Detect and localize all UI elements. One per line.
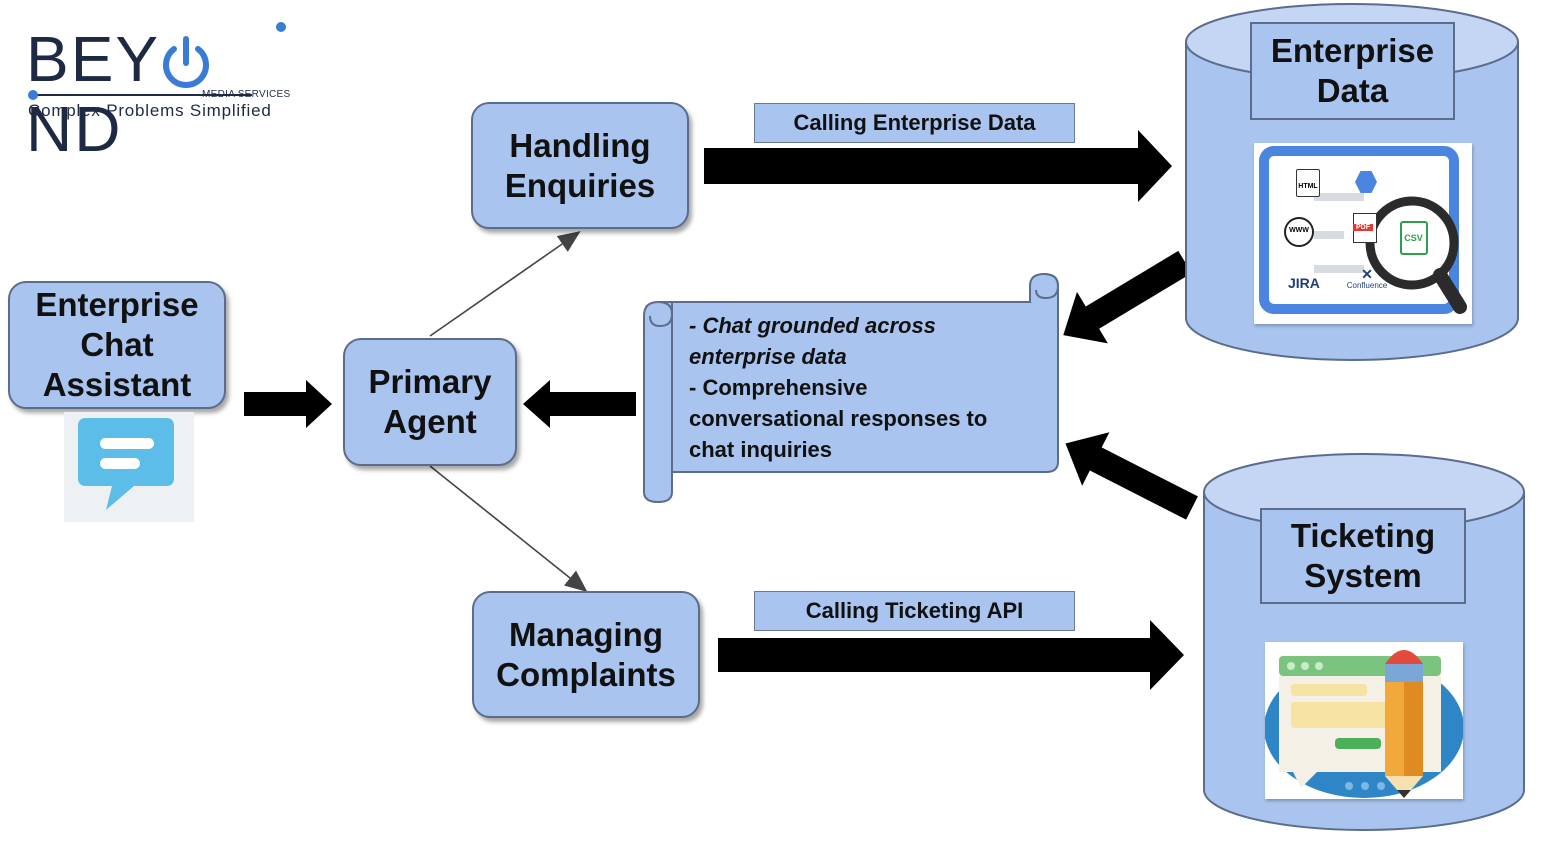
arrow-assistant-to-agent [244, 380, 332, 428]
ticket-edit-icon [1264, 650, 1464, 798]
logo-tagline: Complex Problems Simplified [28, 101, 272, 120]
logo-dot-icon [276, 22, 286, 32]
edge-agent-to-enquiries [429, 231, 581, 337]
edge-agent-to-complaints [429, 465, 588, 592]
db-title-line: Data [1316, 72, 1389, 109]
search-hex-icon [1355, 171, 1377, 193]
node-line: Managing [509, 615, 663, 653]
node-line: Chat [80, 326, 154, 363]
logo-underline-dot [28, 90, 38, 100]
node-primary-agent: Primary Agent [343, 338, 517, 466]
label-calling-enterprise-data: Calling Enterprise Data [754, 103, 1075, 143]
arrow-ticketing-to-scroll [1065, 432, 1198, 520]
pdf-file-icon: PDF [1353, 213, 1377, 243]
node-line: Assistant [42, 366, 192, 403]
logo-text-pre: BEY [26, 23, 161, 95]
pdf-icon-label: PDF [1353, 224, 1373, 231]
ticketing-app-image [1264, 642, 1464, 799]
chat-bubble-icon [64, 412, 194, 522]
jira-logo: JIRA [1288, 275, 1320, 291]
confluence-icon: ✕ [1361, 266, 1373, 282]
logo-underline [32, 94, 252, 96]
www-label: WWW [1289, 227, 1309, 234]
html-icon-label: HTML [1298, 183, 1318, 190]
node-line: Enterprise [35, 286, 199, 323]
csv-file-icon: CSV [1400, 221, 1428, 255]
power-icon [160, 35, 212, 88]
node-line: Enquiries [504, 166, 656, 204]
scroll-line: enterprise data [689, 344, 847, 369]
scroll-line: - Chat grounded across [689, 313, 936, 338]
html-file-icon: HTML [1296, 169, 1320, 197]
arrow-complaints-to-ticketing [718, 620, 1184, 690]
node-handling-enquiries: Handling Enquiries [471, 102, 689, 229]
scroll-line: chat inquiries [689, 437, 833, 462]
arrow-scroll-to-agent [523, 380, 636, 428]
arrow-data-to-scroll [1063, 250, 1192, 344]
logo-text-post: ND [26, 93, 123, 165]
scroll-line: - Comprehensive [689, 375, 868, 400]
scroll-shape [643, 272, 1060, 504]
scroll-text: - Chat grounded across enterprise data -… [689, 310, 1049, 465]
db-title-line: Ticketing [1290, 517, 1436, 554]
db-title-line: System [1304, 557, 1422, 594]
db-title-enterprise-data: Enterprise Data [1250, 22, 1455, 120]
node-managing-complaints: Managing Complaints [472, 591, 700, 718]
confluence-logo: ✕ Confluence [1342, 267, 1392, 290]
node-line: Primary [368, 363, 492, 400]
globe-icon: WWW [1284, 217, 1314, 247]
arrow-enquiries-to-data [704, 130, 1172, 202]
db-title-line: Enterprise [1270, 32, 1435, 69]
db-title-ticketing-system: Ticketing System [1260, 508, 1466, 604]
enterprise-sources-image: HTML WWW PDF CSV JIRA ✕ Confluence [1254, 143, 1472, 324]
scroll-line: conversational responses to [689, 406, 988, 431]
confluence-label: Confluence [1346, 281, 1388, 290]
node-line: Handling [509, 126, 651, 164]
node-enterprise-chat-assistant: Enterprise Chat Assistant [8, 281, 226, 409]
node-line: Agent [383, 403, 477, 440]
label-calling-ticketing-api: Calling Ticketing API [754, 591, 1075, 631]
node-line: Complaints [496, 655, 676, 693]
logo-division: MEDIA SERVICES [202, 89, 291, 100]
csv-icon-label: CSV [1404, 233, 1423, 243]
